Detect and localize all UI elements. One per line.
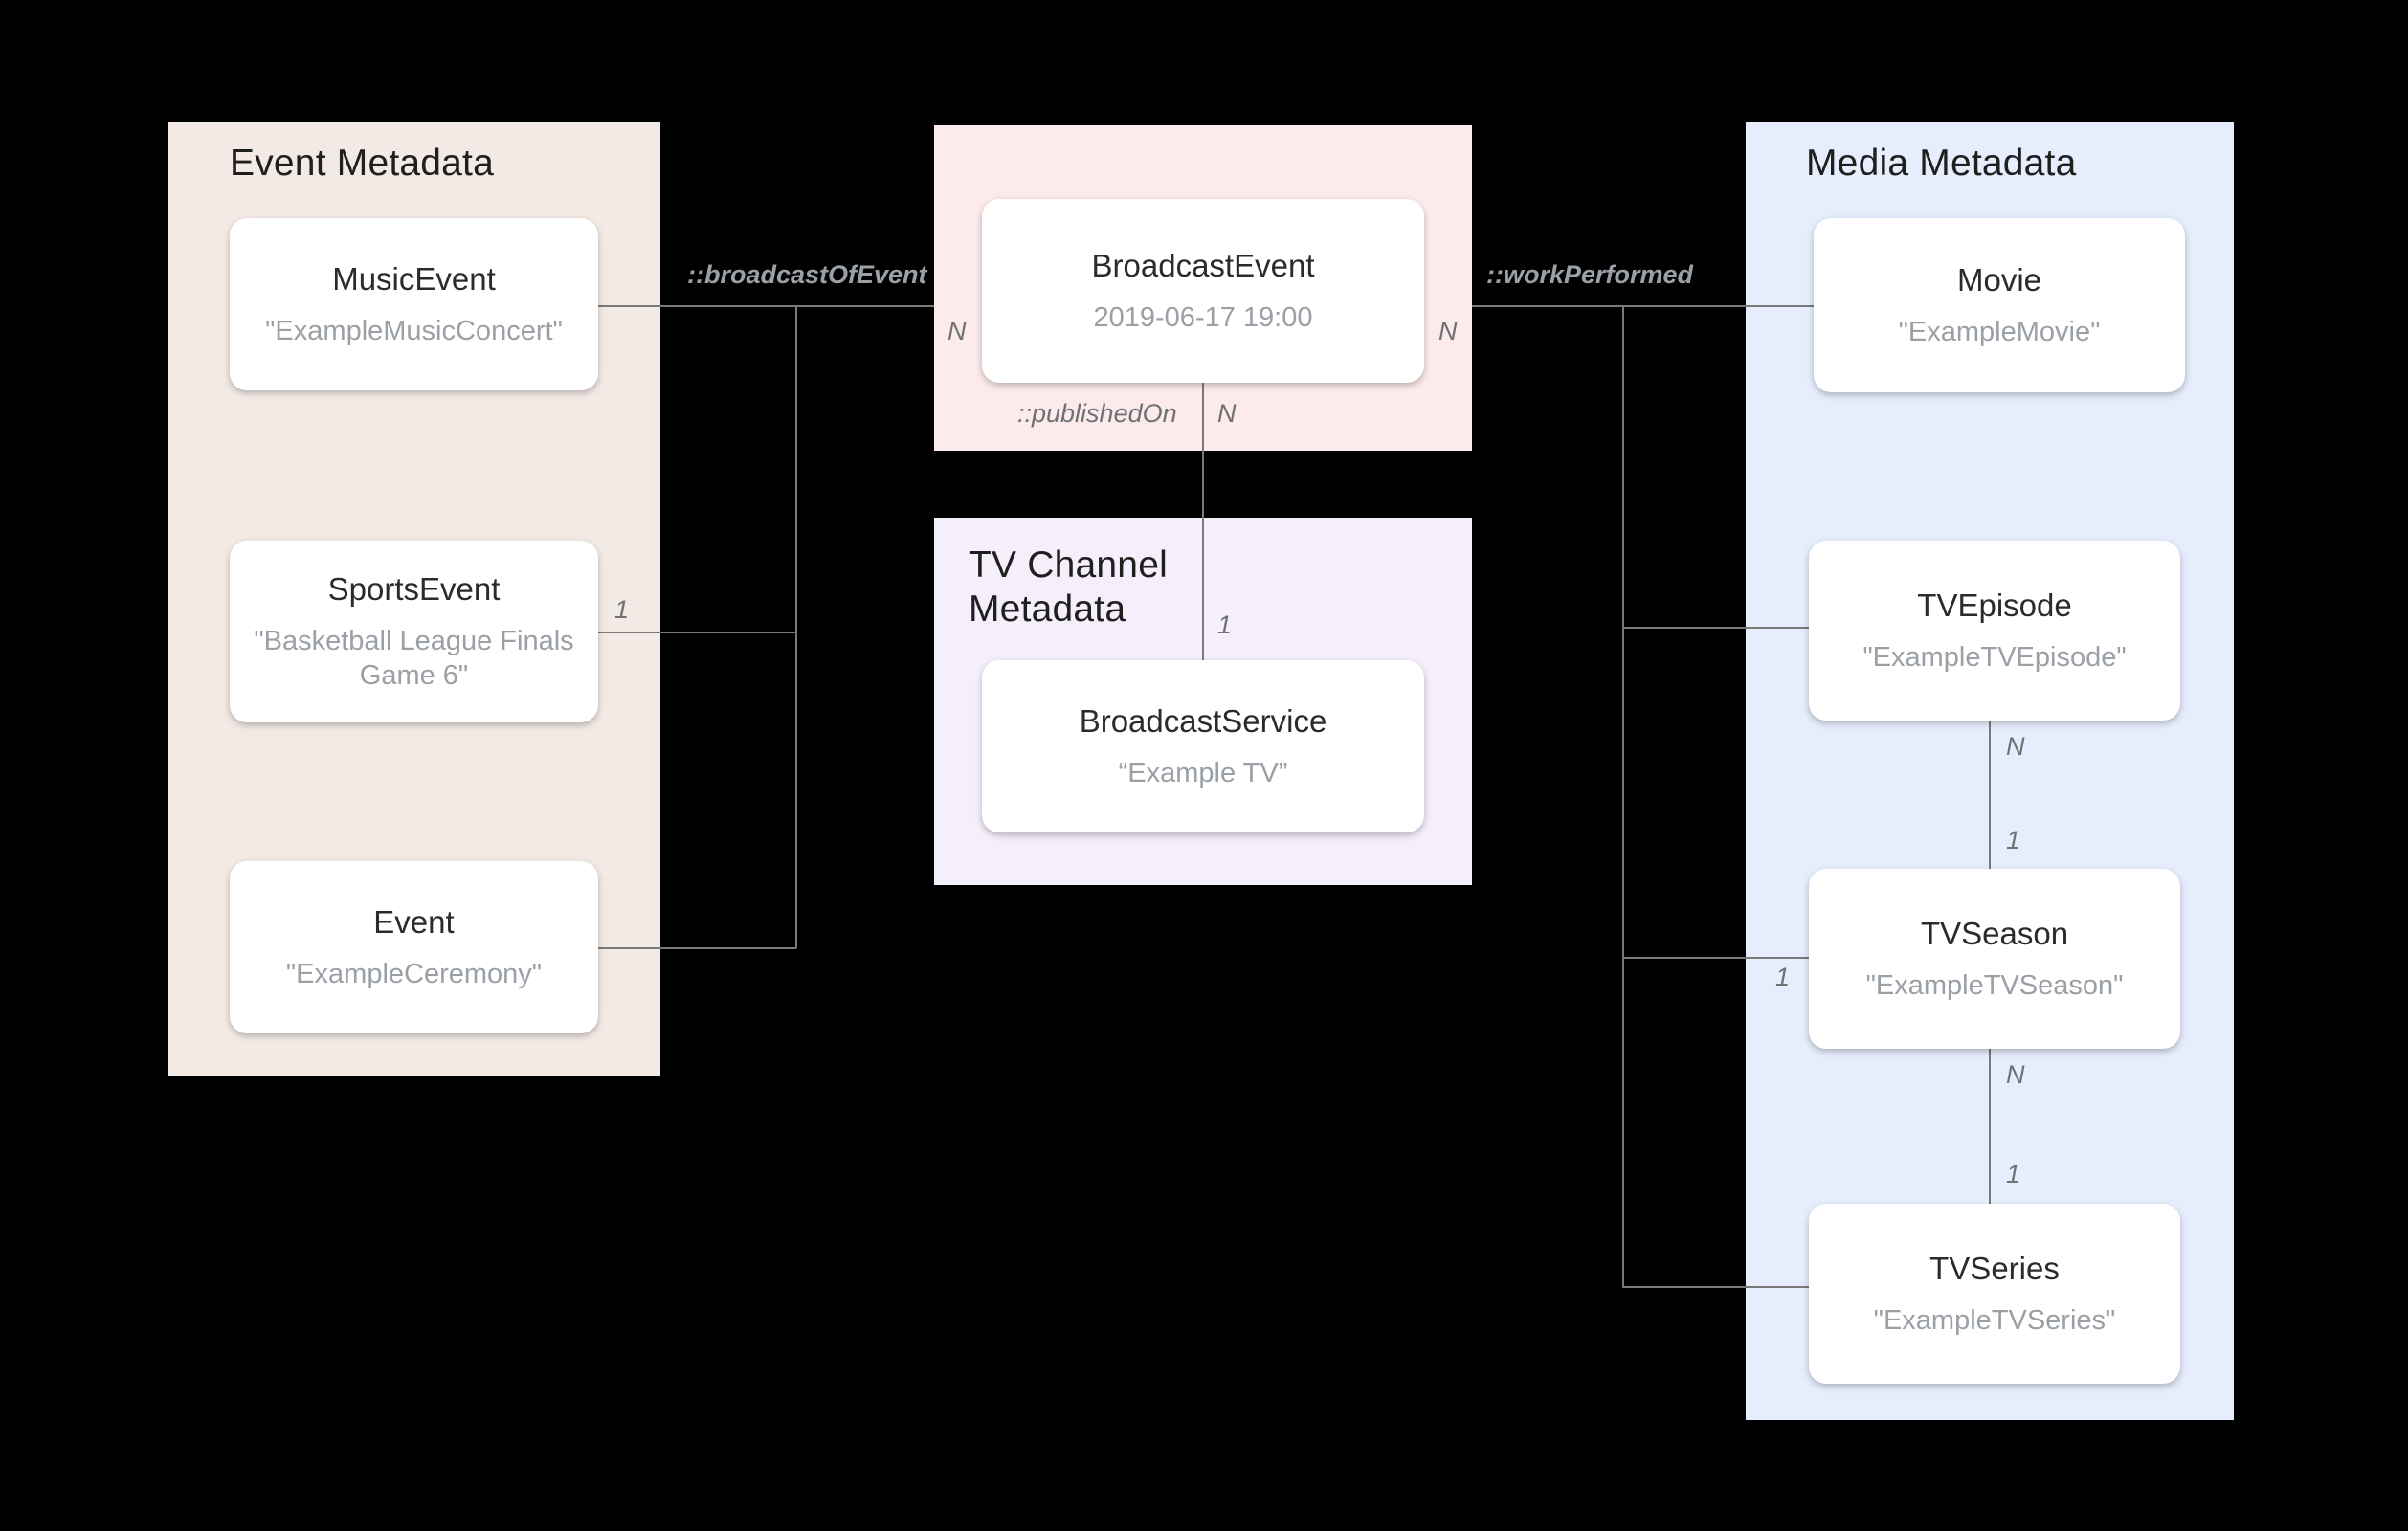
node-tv-series-title: TVSeries [1929, 1250, 2060, 1286]
edge-publishedon-vertical [1202, 383, 1204, 660]
edge-left-vertical-bus [795, 305, 797, 948]
edge-tvseason-horizontal [1622, 957, 1815, 959]
node-tv-season-value: "ExampleTVSeason" [1865, 970, 2124, 1002]
group-tvchannel-metadata-title: TV Channel Metadata [969, 544, 1168, 631]
edge-movie-horizontal [1622, 305, 1815, 307]
node-movie[interactable]: Movie "ExampleMovie" [1814, 218, 2185, 392]
node-tv-episode-title: TVEpisode [1917, 587, 2072, 623]
cardinality-broadcastservice-one: 1 [1217, 610, 1233, 639]
node-sports-event[interactable]: SportsEvent "Basketball League Finals Ga… [230, 541, 598, 722]
group-media-metadata-title: Media Metadata [1806, 143, 2077, 184]
node-music-event-title: MusicEvent [332, 260, 496, 297]
node-broadcast-event-value: 2019-06-17 19:00 [1093, 302, 1313, 334]
node-tv-season-title: TVSeason [1920, 915, 2069, 951]
cardinality-tvseason-n: N [2006, 1060, 2025, 1089]
node-sports-event-value: "Basketball League Finals Game 6" [254, 626, 574, 691]
cardinality-tvseason-one-left: 1 [1775, 963, 1791, 991]
cardinality-tvseries-one: 1 [2006, 1160, 2021, 1188]
edge-tvseason-tvseries-vertical [1989, 1049, 1991, 1231]
edge-tvepisode-tvseason-vertical [1989, 720, 1991, 901]
node-broadcast-service-title: BroadcastService [1079, 702, 1327, 739]
cardinality-tvepisode-n: N [2006, 732, 2025, 761]
node-movie-value: "ExampleMovie" [1898, 317, 2101, 348]
node-tv-series[interactable]: TVSeries "ExampleTVSeries" [1809, 1204, 2180, 1384]
cardinality-broadcast-bottom-n: N [1217, 399, 1237, 428]
edge-label-published-on: ::publishedOn [1017, 399, 1177, 428]
node-music-event[interactable]: MusicEvent "ExampleMusicConcert" [230, 218, 598, 390]
node-event-title: Event [373, 903, 455, 940]
edge-label-work-performed: ::workPerformed [1486, 260, 1694, 289]
node-tv-season[interactable]: TVSeason "ExampleTVSeason" [1809, 869, 2180, 1049]
node-broadcast-service-value: “Example TV” [1118, 758, 1288, 789]
edge-broadcastevent-left-stub [795, 305, 934, 307]
node-movie-title: Movie [1956, 261, 2042, 298]
cardinality-sportsevent-one: 1 [614, 595, 630, 624]
node-broadcast-service[interactable]: BroadcastService “Example TV” [982, 660, 1424, 832]
node-broadcast-event-title: BroadcastEvent [1091, 247, 1315, 283]
edge-tvseries-horizontal [1622, 1286, 1815, 1288]
edge-tvepisode-horizontal [1622, 627, 1815, 629]
edge-sportsevent-horizontal [598, 632, 796, 633]
node-tv-episode[interactable]: TVEpisode "ExampleTVEpisode" [1809, 541, 2180, 721]
cardinality-broadcast-right-n: N [1438, 317, 1458, 345]
node-event[interactable]: Event "ExampleCeremony" [230, 861, 598, 1033]
node-event-value: "ExampleCeremony" [285, 959, 543, 990]
edge-label-broadcast-of-event: ::broadcastOfEvent [687, 260, 927, 289]
edge-musicevent-horizontal [598, 305, 796, 307]
edge-right-vertical-bus [1622, 305, 1624, 1287]
node-tv-episode-value: "ExampleTVEpisode" [1862, 642, 2127, 674]
edge-event-horizontal [598, 947, 796, 949]
node-music-event-value: "ExampleMusicConcert" [265, 316, 563, 347]
edge-broadcastevent-right-stub [1472, 305, 1623, 307]
group-event-metadata-title: Event Metadata [230, 143, 494, 184]
node-tv-series-value: "ExampleTVSeries" [1873, 1305, 2116, 1337]
cardinality-broadcast-left-n: N [948, 317, 967, 345]
node-sports-event-title: SportsEvent [327, 570, 501, 607]
node-broadcast-event[interactable]: BroadcastEvent 2019-06-17 19:00 [982, 199, 1424, 383]
cardinality-tvseason-one-top: 1 [2006, 826, 2021, 854]
